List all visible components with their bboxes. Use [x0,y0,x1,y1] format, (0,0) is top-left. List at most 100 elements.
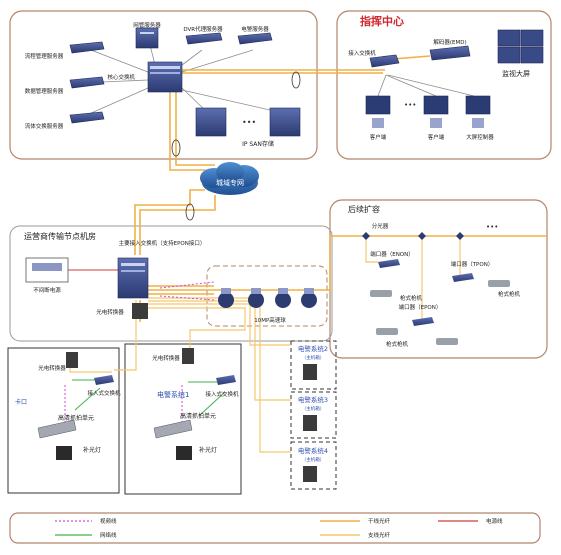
server-data-mgmt [69,76,105,89]
ups-device [25,257,69,283]
wall-controller [465,95,491,128]
camera-label: 高清抓拍单元 [180,412,216,420]
server-dvr-proxy [185,32,223,45]
client-label: 客户端 [428,133,445,141]
site-mid-camera [153,419,193,439]
legend-label: 支线光纤 [368,531,391,539]
command-switch-device [369,54,400,68]
san-storage-2 [269,107,301,137]
system-3-frame [290,391,337,439]
metro-network-cloud [200,162,259,195]
san-storage-1 [195,107,227,137]
link-marker [185,203,195,221]
bullet-camera [370,290,392,297]
splitter-label: 分光器 [372,222,389,230]
site-mid-light [176,446,192,460]
legend: 视频线 网络线 干线光纤 支线光纤 电源线 [55,517,503,539]
site-left-light [56,446,72,460]
onu-label: 端口器（TPON） [451,260,494,268]
bullet-camera [376,328,398,335]
system-2-frame [290,340,337,390]
system-3-box [303,415,317,431]
light-label: 补光灯 [199,446,217,454]
onu-device [452,273,474,282]
dome-group-frame [206,265,328,327]
link-marker [171,139,181,157]
site-mid-switch [216,375,236,385]
client-workstation [423,95,449,128]
system-2-sub: （主机箱） [302,354,325,361]
site-left-frame [7,347,120,494]
bullet-camera [436,338,458,345]
legend-label: 网络线 [100,531,117,539]
server-label: 电警服务器 [241,25,269,33]
legend-label: 干线光纤 [368,517,391,525]
dome-camera [248,288,264,308]
ups-label: 不间断电源 [33,286,61,294]
dome-camera [301,288,317,308]
server-label: 流程管理服务器 [25,52,64,60]
site-left-title: 卡口 [15,398,27,406]
server-label: 网管服务器 [133,21,161,29]
controller-label: 大屏控制器 [466,133,494,141]
splitter [418,232,426,240]
splitter-ellipsis: ••• [486,223,498,231]
splitter [362,232,370,240]
site-mid-converter [182,348,194,364]
station-title: 运营商传输节点机房 [24,231,96,241]
dome-label: 10MP高速球 [254,316,286,324]
bullet-camera [488,280,510,287]
san-ellipsis: ••• [242,118,256,127]
decoder-device [429,45,471,61]
video-wall-label: 监视大屏 [502,69,530,78]
link-marker [291,71,301,89]
client-label: 客户端 [370,133,387,141]
system-4-title: 电警系统4 [298,446,328,455]
system-3-title: 电警系统3 [298,395,328,404]
light-label: 补光灯 [83,446,101,454]
server-stream-switch [69,111,105,124]
olt-switch-device [117,257,149,299]
camera-label: 高清抓拍单元 [58,414,94,422]
converter-label: 光电转换器 [152,354,180,362]
server-electronic-police [237,32,273,45]
onu-device [412,317,434,326]
expansion-frame [329,199,548,359]
splitter [456,232,464,240]
station-frame [9,225,333,342]
site-left-switch [94,375,114,385]
converter-label: 光电转换器 [38,364,66,372]
site-left-converter [66,352,78,368]
system-4-sub: （主机箱） [302,456,325,463]
dome-camera [275,288,291,308]
dome-cameras [218,288,317,308]
server-network-mgmt [135,27,159,49]
san-label: IP SAN存储 [242,140,274,148]
decoder-label: 解码器(EMD) [433,38,466,46]
cloud-label: 城域专网 [216,178,244,187]
command-center-title: 指挥中心 [360,14,404,28]
server-label: 流体交换服务器 [25,122,64,130]
server-label: 数据管理服务器 [25,87,64,95]
site-left-camera [37,419,77,439]
system-2-box [303,364,317,380]
client-workstation [365,95,391,128]
server-label: DVR代理服务器 [183,25,223,33]
legend-frame [9,512,541,544]
system-4-box [303,466,317,482]
camera-label: 枪式枪机 [498,290,521,298]
camera-label: 枪式枪机 [386,340,409,348]
data-center-frame [9,10,318,160]
command-center-frame [336,10,552,160]
station-receiver-label: 光电转换器 [96,308,124,316]
core-switch-device [147,61,183,93]
expansion-title: 后续扩容 [348,204,380,214]
olt-label: 主要接入交换机（支持EPON接口） [119,239,206,247]
video-wall [497,29,544,64]
legend-label: 视频线 [100,517,117,525]
site-mid-frame [124,343,242,495]
dome-camera [218,288,234,308]
station-receiver [132,303,148,319]
camera-label: 枪式枪机 [400,294,423,302]
